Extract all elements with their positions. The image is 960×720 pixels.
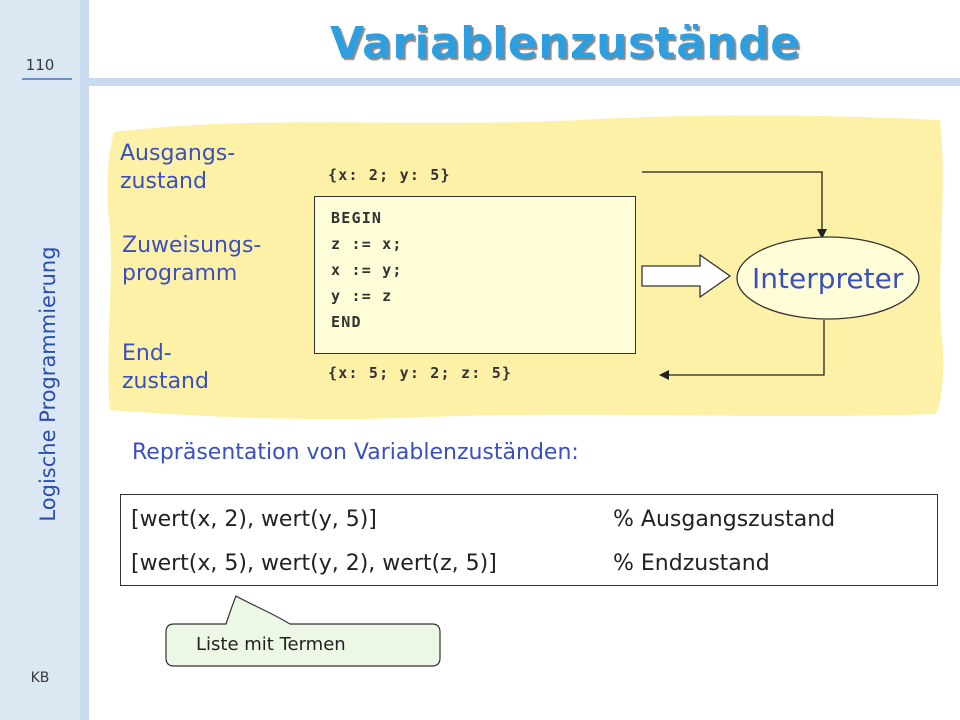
end-state: {x: 5; y: 2; z: 5} [328,364,513,382]
comment-end: % Endzustand [613,551,770,576]
code-line: y := z [331,287,393,305]
author-label: KB [30,670,50,686]
sidebar-divider [80,0,89,720]
output-arrow [659,320,825,380]
program-label-line-1: Zuweisungs- [122,233,262,258]
sidebar [0,0,80,720]
page-number-rule [22,78,72,80]
program-code-box: BEGIN z := x; x := y; y := z END [314,196,636,354]
callout-label: Liste mit Termen [196,634,346,655]
title-rule [80,78,960,86]
program-label-line-2: programm [122,261,238,286]
interpreter-ellipse [736,236,920,320]
term-end: [wert(x, 5), wert(y, 2), wert(z, 5)] [131,551,497,576]
interpreter-label: Interpreter [752,262,904,295]
comment-start: % Ausgangszustand [613,507,836,532]
start-state: {x: 2; y: 5} [328,166,451,184]
end-label-line-1: End- [122,341,172,366]
page-number: 110 [25,56,55,74]
input-arrow [642,171,827,239]
start-state-label: Ausgangs- zustand [120,140,235,196]
end-label-line-2: zustand [122,369,209,394]
code-line: z := x; [331,235,403,253]
block-arrow [641,253,732,299]
end-state-label: End- zustand [122,340,209,396]
representation-heading: Repräsentation von Variablenzuständen: [132,440,579,465]
start-label-line-2: zustand [120,169,207,194]
term-box: [wert(x, 2), wert(y, 5)] % Ausgangszusta… [120,494,938,586]
code-line: x := y; [331,261,403,279]
program-label: Zuweisungs- programm [122,232,261,288]
code-line: BEGIN [331,209,383,227]
start-label-line-1: Ausgangs- [120,141,236,166]
page-title: Variablenzustände [330,18,801,69]
code-line: END [331,313,362,331]
callout-bubble [165,595,441,667]
term-start: [wert(x, 2), wert(y, 5)] [131,507,377,532]
